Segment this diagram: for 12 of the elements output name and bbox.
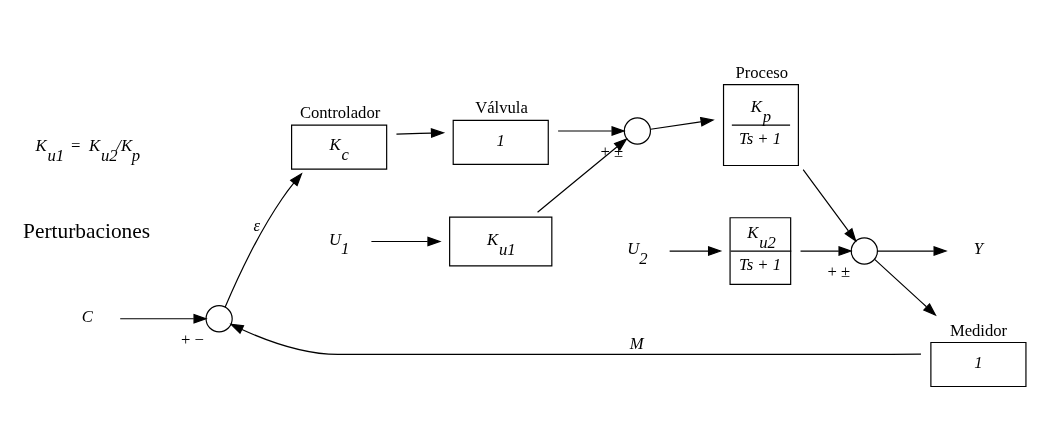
node-label: Medidor [949,320,1008,340]
node-label: Proceso [735,62,789,82]
node-label: + ± [600,142,624,162]
node-label: Válvula [475,98,528,118]
node-label: Controlador [299,103,381,123]
node-label: + ± [827,262,851,282]
edge-label: M [629,333,644,353]
node-label: + − [181,330,205,350]
edge-label: ε [253,216,261,236]
node-text: Y [973,239,983,259]
label: Perturbaciones [23,219,151,244]
node-text: C [81,306,93,326]
